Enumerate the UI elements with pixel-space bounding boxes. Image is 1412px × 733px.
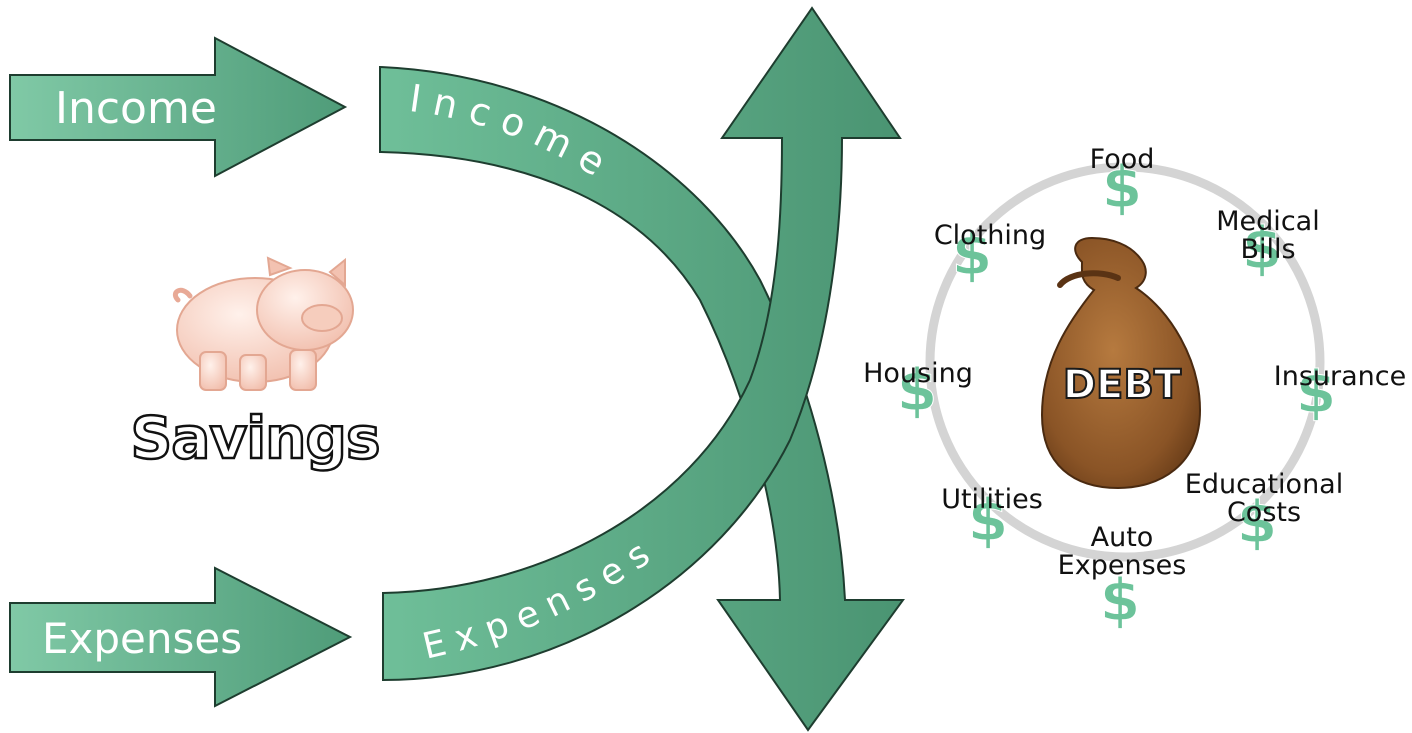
debt-ring — [925, 162, 1325, 562]
dollar-sign-icon: $ — [1100, 566, 1140, 634]
dollar-sign-icon: $ — [952, 220, 992, 288]
money-bag-illustration — [1040, 236, 1202, 490]
debt-item-label: Food — [1090, 144, 1155, 175]
dollar-sign-icon: $ — [1296, 358, 1336, 426]
expenses-arrow-label: Expenses — [42, 614, 242, 663]
debt-item-label: Housing — [863, 358, 973, 389]
debt-item-label: Utilities — [941, 484, 1043, 515]
piggy-bank-illustration — [172, 256, 354, 391]
dollar-sign-icon: $ — [1242, 214, 1282, 282]
income-arrow: Income — [9, 36, 348, 178]
income-arrow-label: Income — [55, 83, 217, 134]
dollar-sign-icon: $ — [897, 356, 937, 424]
debt-item-label: Insurance — [1274, 361, 1406, 392]
dollar-sign-icon: $ — [1237, 488, 1277, 556]
debt-item-label: Clothing — [934, 220, 1046, 251]
savings-label: Savings — [131, 404, 380, 472]
dollar-sign-icon: $ — [968, 486, 1008, 554]
expenses-curve-arrow — [382, 6, 902, 682]
dollar-sign-icon: $ — [1102, 153, 1142, 221]
expenses-arrow: Expenses — [9, 566, 353, 708]
debt-label: DEBT — [1063, 362, 1182, 408]
